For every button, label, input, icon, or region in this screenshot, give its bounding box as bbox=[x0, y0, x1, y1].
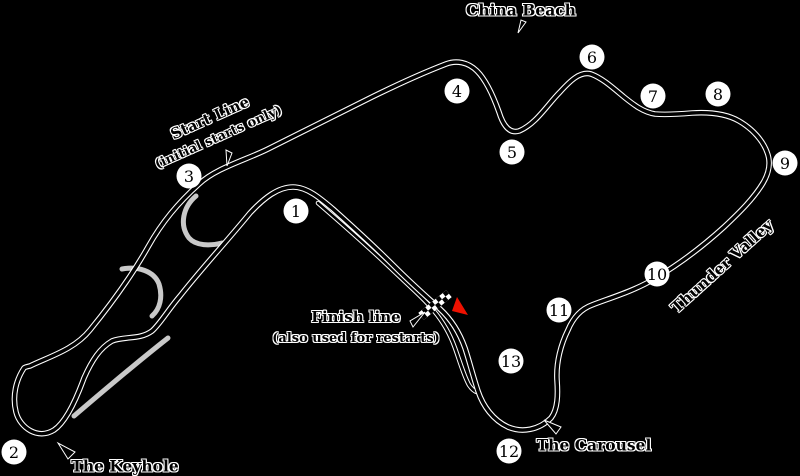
corner-circle bbox=[640, 83, 666, 109]
corner-circle bbox=[444, 78, 470, 104]
pit-lane bbox=[318, 203, 477, 392]
corner-number: 9 bbox=[780, 154, 790, 173]
label-the-keyhole-line1: The Keyhole bbox=[71, 456, 179, 476]
corner-circle bbox=[496, 438, 522, 464]
corner-circle bbox=[283, 198, 309, 224]
corner-circle bbox=[499, 139, 525, 165]
leader-arrow-the-keyhole bbox=[56, 441, 76, 460]
corner-marker-1: 1 bbox=[283, 198, 309, 224]
finish-line-checker bbox=[418, 290, 452, 320]
corner-marker-5: 5 bbox=[499, 139, 525, 165]
leader-arrows bbox=[56, 19, 562, 460]
corner-number: 1 bbox=[291, 202, 301, 221]
corner-marker-9: 9 bbox=[772, 150, 798, 176]
corner-marker-8: 8 bbox=[705, 81, 731, 107]
label-finish-line: Finish line (also used for restarts) bbox=[272, 306, 440, 348]
alternate-connector-upper bbox=[180, 193, 225, 248]
corner-marker-2: 2 bbox=[1, 439, 27, 465]
red-flag-marker bbox=[452, 297, 468, 315]
label-finish-line-line2: (also used for restarts) bbox=[272, 330, 440, 346]
corner-number: 5 bbox=[507, 143, 517, 162]
corner-marker-11: 11 bbox=[546, 297, 572, 323]
corner-marker-6: 6 bbox=[579, 44, 605, 70]
corner-number: 3 bbox=[184, 167, 194, 186]
label-the-keyhole: The Keyhole bbox=[71, 454, 178, 476]
leader-arrow-finish-line bbox=[409, 311, 426, 328]
corner-number: 6 bbox=[587, 48, 597, 67]
corner-number: 8 bbox=[713, 85, 723, 104]
leader-arrow-start-line bbox=[225, 149, 233, 167]
corner-marker-10: 10 bbox=[644, 261, 670, 287]
corner-circle bbox=[705, 81, 731, 107]
corner-number: 4 bbox=[452, 82, 462, 101]
corner-circle bbox=[1, 439, 27, 465]
main-track bbox=[14, 62, 769, 434]
alternate-keyhole-bypass bbox=[71, 335, 171, 419]
corner-circle bbox=[498, 348, 524, 374]
corner-number: 2 bbox=[9, 443, 19, 462]
label-the-carousel: The Carousel bbox=[537, 433, 652, 456]
leader-arrow-the-carousel bbox=[543, 419, 562, 435]
corner-marker-7: 7 bbox=[640, 83, 666, 109]
corner-circle bbox=[176, 163, 202, 189]
corner-number: 7 bbox=[648, 87, 658, 106]
label-china-beach: China Beach bbox=[466, 0, 576, 22]
label-finish-line-line1: Finish line bbox=[311, 308, 401, 326]
corner-marker-3: 3 bbox=[176, 163, 202, 189]
corner-marker-13: 13 bbox=[498, 348, 524, 374]
corner-circle bbox=[644, 261, 670, 287]
corner-marker-12: 12 bbox=[496, 438, 522, 464]
label-china-beach-line1: China Beach bbox=[466, 0, 576, 20]
corner-circle bbox=[772, 150, 798, 176]
corner-marker-4: 4 bbox=[444, 78, 470, 104]
corner-circle bbox=[579, 44, 605, 70]
corner-number: 13 bbox=[501, 352, 521, 371]
leader-arrow-china-beach bbox=[517, 19, 527, 34]
label-the-carousel-line1: The Carousel bbox=[536, 435, 652, 455]
alternate-route-lines bbox=[71, 193, 225, 419]
corner-number: 11 bbox=[549, 301, 569, 320]
corner-circle bbox=[546, 297, 572, 323]
corner-number: 10 bbox=[647, 265, 667, 284]
corner-number: 12 bbox=[499, 442, 519, 461]
